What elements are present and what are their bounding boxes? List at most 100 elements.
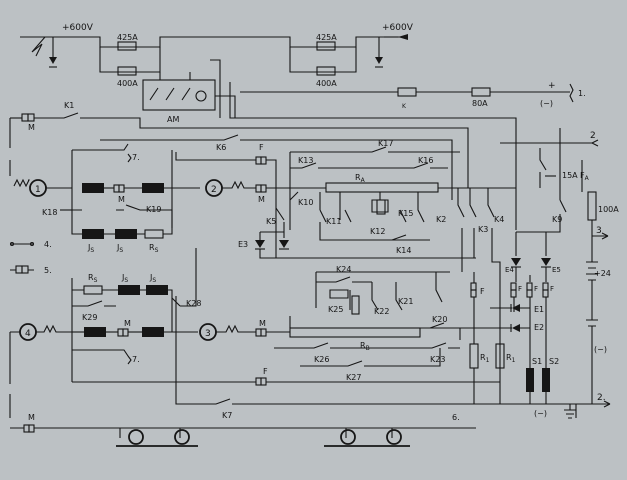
k14-label: K14 [396,246,411,255]
f-right-label: F [480,287,485,296]
ref-3-label: 3 [596,226,602,236]
k6-label: K6 [216,143,226,152]
m-bottom-label: M [28,413,35,422]
legend: 4. 5. [9,240,52,275]
k15-label: K15 [398,209,413,218]
e2-label: E2 [534,323,544,332]
wheel-3 [340,429,356,445]
m-m3-label: M [259,319,266,328]
k5-e3-group: K5 E3 [238,207,476,259]
motor-1-label: 1 [35,185,41,195]
js4-label: JS [149,273,156,284]
motor-2-label: 2 [211,185,217,195]
minus-top-label: (−) [540,99,553,108]
k12-label: K12 [370,227,385,236]
ref-2-top-label: 2 [590,131,596,141]
signal-s2 [542,368,550,392]
s2-label: S2 [549,357,559,366]
k17-label: K17 [378,139,393,148]
js2-label: JS [116,243,123,254]
f-e4a-label: F [518,285,522,293]
rs-bottom-label: RS [88,273,98,284]
wheel-1 [128,429,144,445]
s1-label: S1 [532,357,542,366]
e5-label: E5 [552,266,561,274]
m-mid-label: M [118,195,125,204]
k10-label: K10 [298,198,313,207]
motor-3-label: 3 [205,329,211,339]
js3-label: JS [121,273,128,284]
k28-label: K28 [186,299,201,308]
legend-4-label: 4. [44,240,52,249]
k2-label: K2 [436,215,446,224]
rb-area: K24 K25 K22 K21 RB K20 K26 K23 K27 [274,265,461,382]
k19-label: K19 [146,205,161,214]
fuse-400a-right-label: 400A [316,79,337,88]
signal-s1 [526,368,534,392]
k16-label: K16 [418,156,433,165]
k13-label: K13 [298,156,313,165]
r1b-label: R1 [506,353,516,364]
supply-line [20,34,408,73]
rk-label: K [402,103,407,110]
k22-label: K22 [374,307,389,316]
fuse-425a-left-label: 425A [117,33,138,42]
e3-label: E3 [238,240,248,249]
k3-label: K3 [478,225,488,234]
f-e4b-label: F [534,285,538,293]
k27-label: K27 [346,373,361,382]
fuse-400a-left-label: 400A [117,79,138,88]
fuse-15a-label: 15A [562,171,578,180]
legend-5-label: 5. [44,266,52,275]
fa-label: FA [580,171,590,182]
k24-label: K24 [336,265,351,274]
f-bottom-label: F [263,367,268,376]
wheels [116,427,410,447]
supply-left-label: +600V [62,23,94,33]
ra-area: K17 K13 K16 RA K10 K11 K12 K15 K14 K2 K3… [289,139,516,404]
r1a-label: R1 [480,353,490,364]
e4-label: E4 [505,266,514,274]
motor-4-label: 4 [25,329,31,339]
fuse-block-left: 425A 400A [117,33,138,88]
fuse-425a-right-label: 425A [316,33,337,42]
ref-2-bottom-label: 2. [597,393,606,403]
am-label: AM [167,115,179,124]
right-supply: 2 15A K9 FA 100A 3 +24 (−) 2. [460,128,619,419]
e1-label: E1 [534,305,544,314]
m-top-left-label: M [28,123,35,132]
k25-label: K25 [328,305,343,314]
k1-label: K1 [64,101,74,110]
minus-mid-label: (−) [594,345,607,354]
f-top-label: F [259,143,264,152]
k5-label: K5 [266,217,276,226]
k9-label: K9 [552,215,562,224]
am-switch-block: AM [142,72,236,124]
ref-6-label: 6. [452,413,460,422]
k29-label: K29 [82,313,97,322]
fuse-80a-label: 80A [472,99,488,108]
fuse-100a-label: 100A [598,205,619,214]
plus24-label: +24 [594,269,611,278]
ref-7-top-label: 7. [132,153,140,162]
upper-circuit: M K1 1 7. M K19 K18 JS JS RS 2 M [9,101,469,254]
rs-top-label: RS [149,243,159,254]
k4-label: K4 [494,215,504,224]
m-bottom-mid-label: M [124,319,131,328]
ref-7-bottom-label: 7. [132,355,140,364]
supply-right-label: +600V [382,23,414,33]
f-e5-label: F [550,285,554,293]
k20-label: K20 [432,315,447,324]
plus-label: + [548,81,556,91]
fuse-block-right: 425A 400A [316,33,337,88]
wheel-4 [386,429,402,445]
minus-bottom-label: (−) [534,409,547,418]
ref-1-label: 1. [578,89,586,98]
k23-label: K23 [430,355,445,364]
k7-label: K7 [222,411,232,420]
m-m2-label: M [258,195,265,204]
ra-label: RA [355,173,366,184]
k6-line: K6 F [100,134,453,258]
